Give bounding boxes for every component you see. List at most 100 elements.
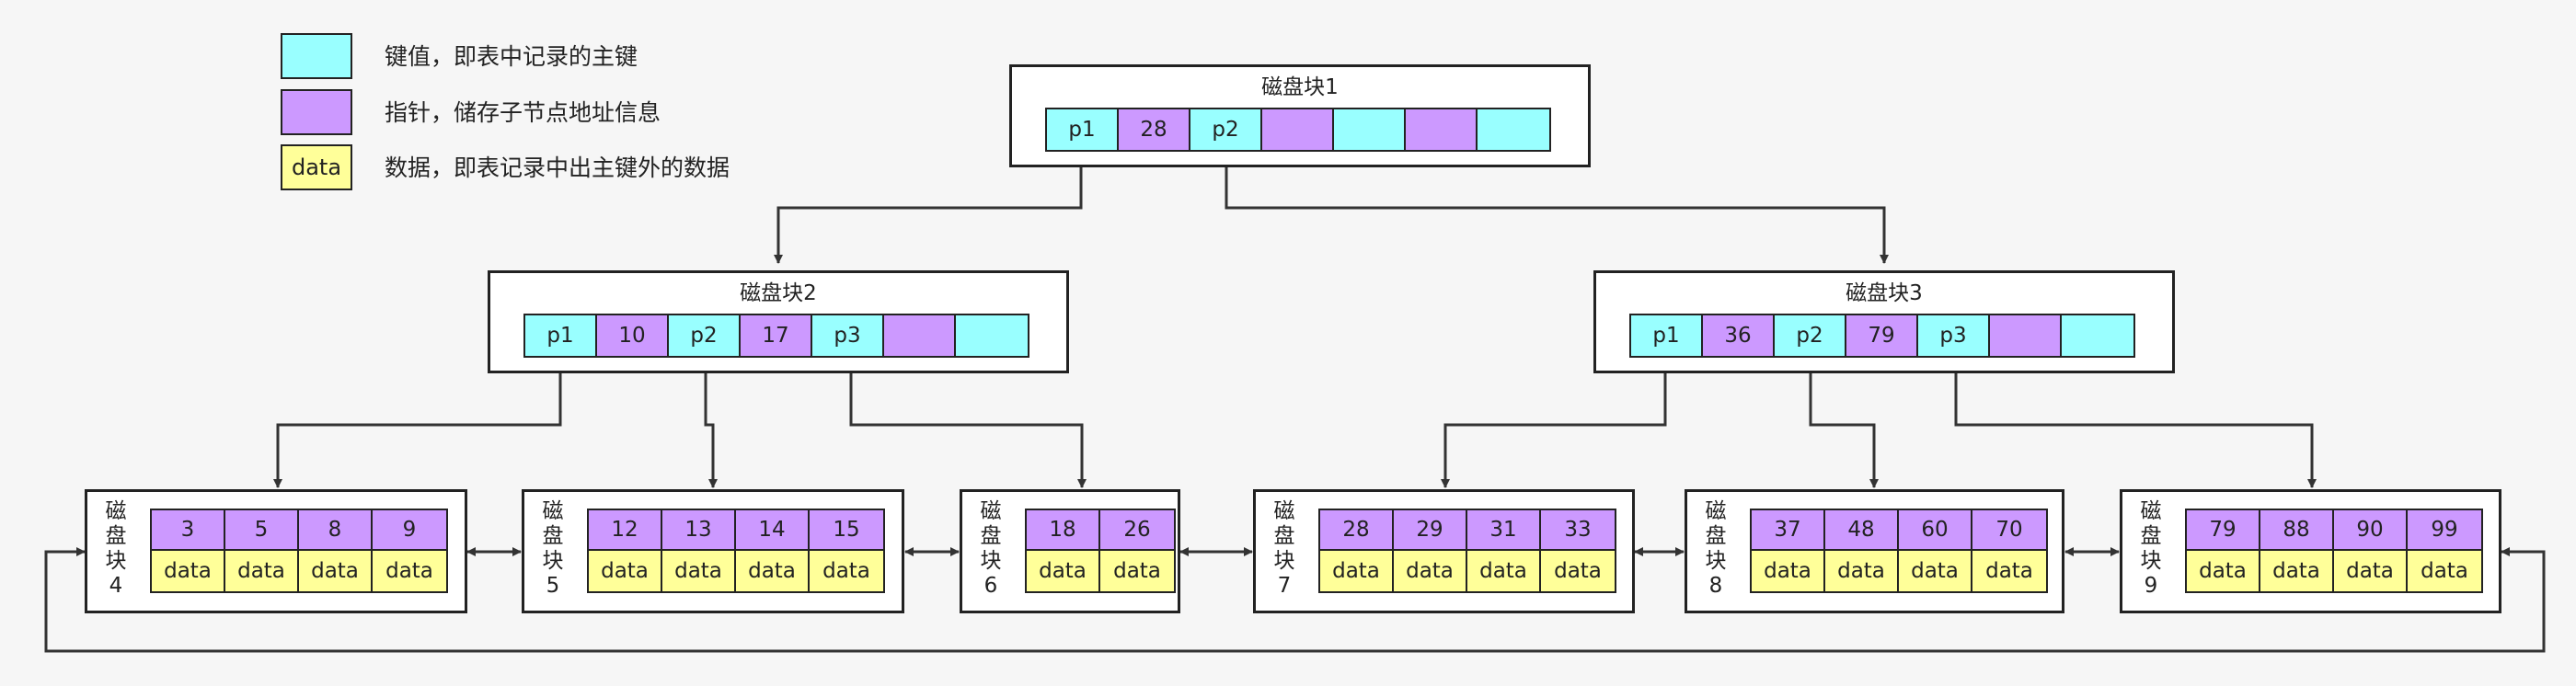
leaf-label-char: 6 — [983, 574, 998, 598]
legend-text-pointer: 指针，储存子节点地址信息 — [385, 99, 661, 126]
leaf-label-char: 盘 — [105, 524, 127, 548]
leaf-label-char: 块 — [1705, 549, 1727, 573]
leaf-key-cell: 60 — [1899, 510, 1972, 549]
leaf-label-char: 4 — [109, 574, 123, 598]
leaf-label-char: 盘 — [2140, 524, 2162, 548]
key-cell: p1 — [525, 315, 597, 356]
key-cell — [956, 315, 1028, 356]
legend-swatch-key — [281, 33, 352, 79]
leaf-key-cell: 3 — [152, 510, 225, 549]
key-cell: p1 — [1631, 315, 1703, 356]
leaf-data-cell: data — [662, 551, 736, 591]
key-cell — [1334, 109, 1406, 150]
edge-root-p2 — [1225, 151, 1889, 264]
leaf-data-cell: data — [1394, 551, 1467, 591]
pointer-cell — [1262, 109, 1334, 150]
legend-text-data: 数据，即表记录中出主键外的数据 — [385, 154, 730, 181]
leaf-data-cell: data — [1467, 551, 1541, 591]
block-title: 磁盘块3 — [1846, 281, 1923, 305]
leaf-data-cell: data — [1027, 551, 1100, 591]
leaf-key-cell: 90 — [2334, 510, 2408, 549]
edge-b2-p2 — [704, 356, 718, 488]
leaf-data-cell: data — [589, 551, 662, 591]
pointer-cell: 17 — [741, 315, 812, 356]
leaf-data-cell: data — [1320, 551, 1394, 591]
leaf-label-char: 磁 — [2140, 499, 2162, 523]
key-cell — [2062, 315, 2133, 356]
key-cell — [1478, 109, 1549, 150]
leaf-label-char: 盘 — [980, 524, 1002, 548]
leaf-data-cell: data — [1972, 551, 2046, 591]
leaf-data-cell: data — [299, 551, 373, 591]
edge-b2-p3 — [849, 356, 1087, 488]
leaf-key-cell: 48 — [1825, 510, 1899, 549]
edge-b2-p1 — [273, 356, 562, 488]
leaf-key-cell: 26 — [1100, 510, 1174, 549]
block-title: 磁盘块2 — [740, 281, 817, 305]
edge-b3-p3 — [1954, 356, 2317, 488]
leaf-key-cell: 31 — [1467, 510, 1541, 549]
leaf-data-cell: data — [152, 551, 225, 591]
leaf-key-cell: 99 — [2408, 510, 2481, 549]
legend-swatch-data: data — [281, 144, 352, 190]
key-cell: p2 — [669, 315, 741, 356]
leaf-data-cell: data — [1752, 551, 1825, 591]
key-cell: p1 — [1047, 109, 1119, 150]
leaf-label-char: 9 — [2144, 574, 2158, 598]
leaf-data-cell: data — [2334, 551, 2408, 591]
leaf-label-char: 块 — [2140, 549, 2162, 573]
leaf-key-cell: 9 — [373, 510, 446, 549]
leaf-key-cell: 28 — [1320, 510, 1394, 549]
leaf-key-cell: 29 — [1394, 510, 1467, 549]
legend-text-key: 键值，即表中记录的主键 — [385, 43, 638, 70]
leaf-label-char: 盘 — [1273, 524, 1295, 548]
leaf-data-cell: data — [1825, 551, 1899, 591]
leaf-key-cell: 33 — [1541, 510, 1615, 549]
leaf-key-cell: 79 — [2187, 510, 2260, 549]
leaf-data-cell: data — [1899, 551, 1972, 591]
leaf-label-char: 5 — [546, 574, 560, 598]
leaf-label-char: 7 — [1277, 574, 1292, 598]
legend-swatch-pointer — [281, 89, 352, 135]
leaf-key-cell: 12 — [589, 510, 662, 549]
leaf-data-cell: data — [2187, 551, 2260, 591]
leaf-label-char: 盘 — [542, 524, 564, 548]
key-cell: p2 — [1190, 109, 1262, 150]
leaf-label-char: 磁 — [1705, 499, 1727, 523]
pointer-cell: 36 — [1703, 315, 1775, 356]
key-cell: p3 — [812, 315, 884, 356]
key-cell: p2 — [1775, 315, 1846, 356]
leaf-data-cell: data — [373, 551, 446, 591]
pointer-cell: 28 — [1119, 109, 1190, 150]
leaf-data-cell: data — [225, 551, 299, 591]
leaf-key-cell: 14 — [736, 510, 810, 549]
key-cell: p3 — [1918, 315, 1990, 356]
leaf-key-cell: 70 — [1972, 510, 2046, 549]
leaf-data-cell: data — [810, 551, 883, 591]
leaf-key-cell: 13 — [662, 510, 736, 549]
leaf-label-char: 8 — [1708, 574, 1723, 598]
block-title: 磁盘块1 — [1261, 75, 1339, 99]
edge-b3-p1 — [1441, 356, 1667, 488]
pointer-cell — [1406, 109, 1478, 150]
leaf-label-char: 磁 — [105, 499, 127, 523]
